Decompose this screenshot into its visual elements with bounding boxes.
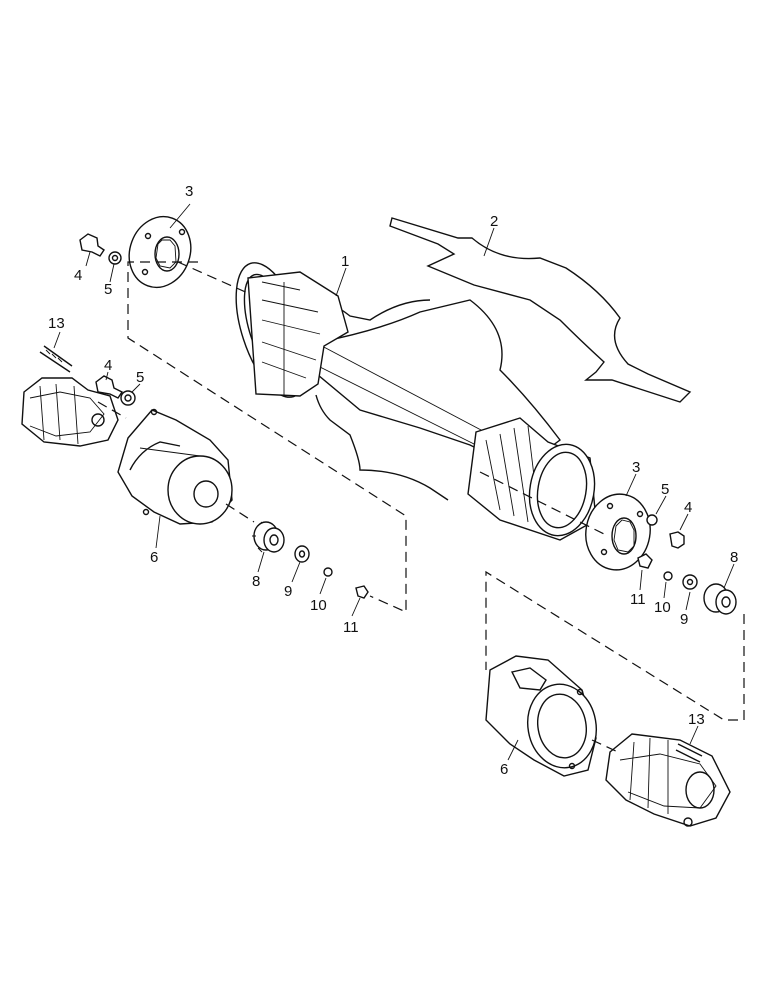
assembly-lines [97,261,745,753]
callout-10-left: 10 [310,597,327,614]
callout-8-right: 8 [730,549,738,566]
part-10-nut-left [323,567,333,577]
callout-4-left: 4 [104,357,112,374]
callout-4-right: 4 [684,499,692,516]
part-6-housing-right [485,655,597,777]
callout-6-left: 6 [150,549,158,566]
callout-1: 1 [341,253,349,270]
callout-5-upper: 5 [104,281,112,298]
part-5-washer-upper [108,251,122,265]
callout-5-left: 5 [136,369,144,386]
part-6-housing-left [117,408,233,525]
callouts: 1 2 3 3 4 4 4 5 5 5 6 6 8 8 9 9 10 10 11… [48,183,738,778]
callout-6-right: 6 [500,761,508,778]
part-11-screw-right [637,553,653,569]
callout-11-left: 11 [343,619,359,636]
callout-2: 2 [490,213,498,230]
part-3-flange-left [128,215,192,289]
part-9-washer-left [294,545,310,563]
callout-10-right: 10 [654,599,671,616]
part-8-gear-left [252,521,285,553]
callout-3-left: 3 [185,183,193,200]
part-5-washer-right [646,514,658,526]
part-3-flange-right [585,493,651,571]
part-4-bolt-right [669,531,685,549]
callout-8-left: 8 [252,573,260,590]
roller-left-end [235,262,349,398]
part-5-washer-left [120,390,136,406]
part-2-plate [389,217,692,403]
callout-13-left: 13 [48,315,65,332]
leader-lines [53,203,735,761]
callout-9-left: 9 [284,583,292,600]
callout-5-right: 5 [661,481,669,498]
part-13-hydraulic-motor-right [605,733,731,827]
part-9-washer-right [682,574,698,590]
part-13-hydraulic-motor-left [21,345,119,447]
callout-11-right: 11 [630,591,646,608]
part-11-screw-left [355,585,369,599]
part-10-nut-right [663,571,673,581]
part-8-gear-right [703,583,737,615]
callout-3-right: 3 [632,459,640,476]
callout-9-right: 9 [680,611,688,628]
callout-4-upper: 4 [74,267,82,284]
part-4-bolt-upper [79,233,105,257]
callout-13-right: 13 [688,711,705,728]
